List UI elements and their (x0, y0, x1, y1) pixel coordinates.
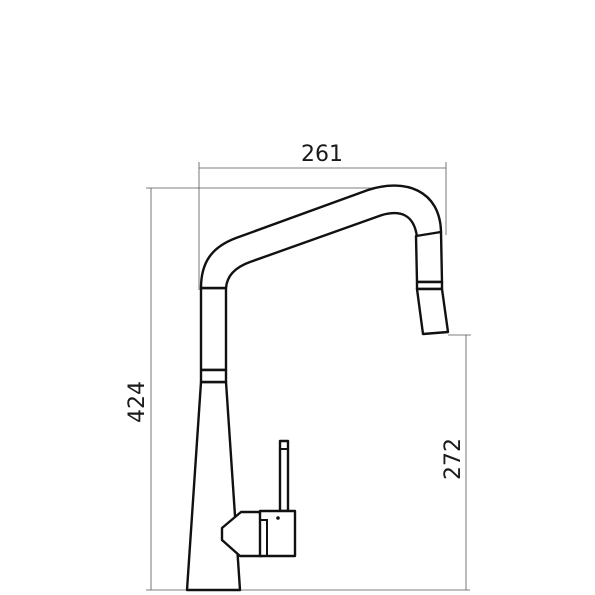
faucet (185, 184, 450, 592)
spout-lower-segment (199, 286, 228, 372)
faucet-body (185, 380, 242, 592)
lever-cartridge-step (260, 519, 268, 556)
spray-head-upper (414, 230, 444, 284)
spout-height-dimension-label: 272 (441, 438, 466, 480)
total-height-dimension-label: 424 (125, 381, 150, 423)
spray-head-nozzle (415, 287, 450, 336)
spray-head (414, 230, 450, 336)
spout-collar (199, 368, 228, 384)
lever-rod (278, 439, 290, 513)
lever-indicator-dot (276, 516, 280, 520)
spout-neck (199, 184, 443, 290)
width-dimension-label: 261 (301, 142, 343, 167)
lever-handle (220, 439, 297, 558)
